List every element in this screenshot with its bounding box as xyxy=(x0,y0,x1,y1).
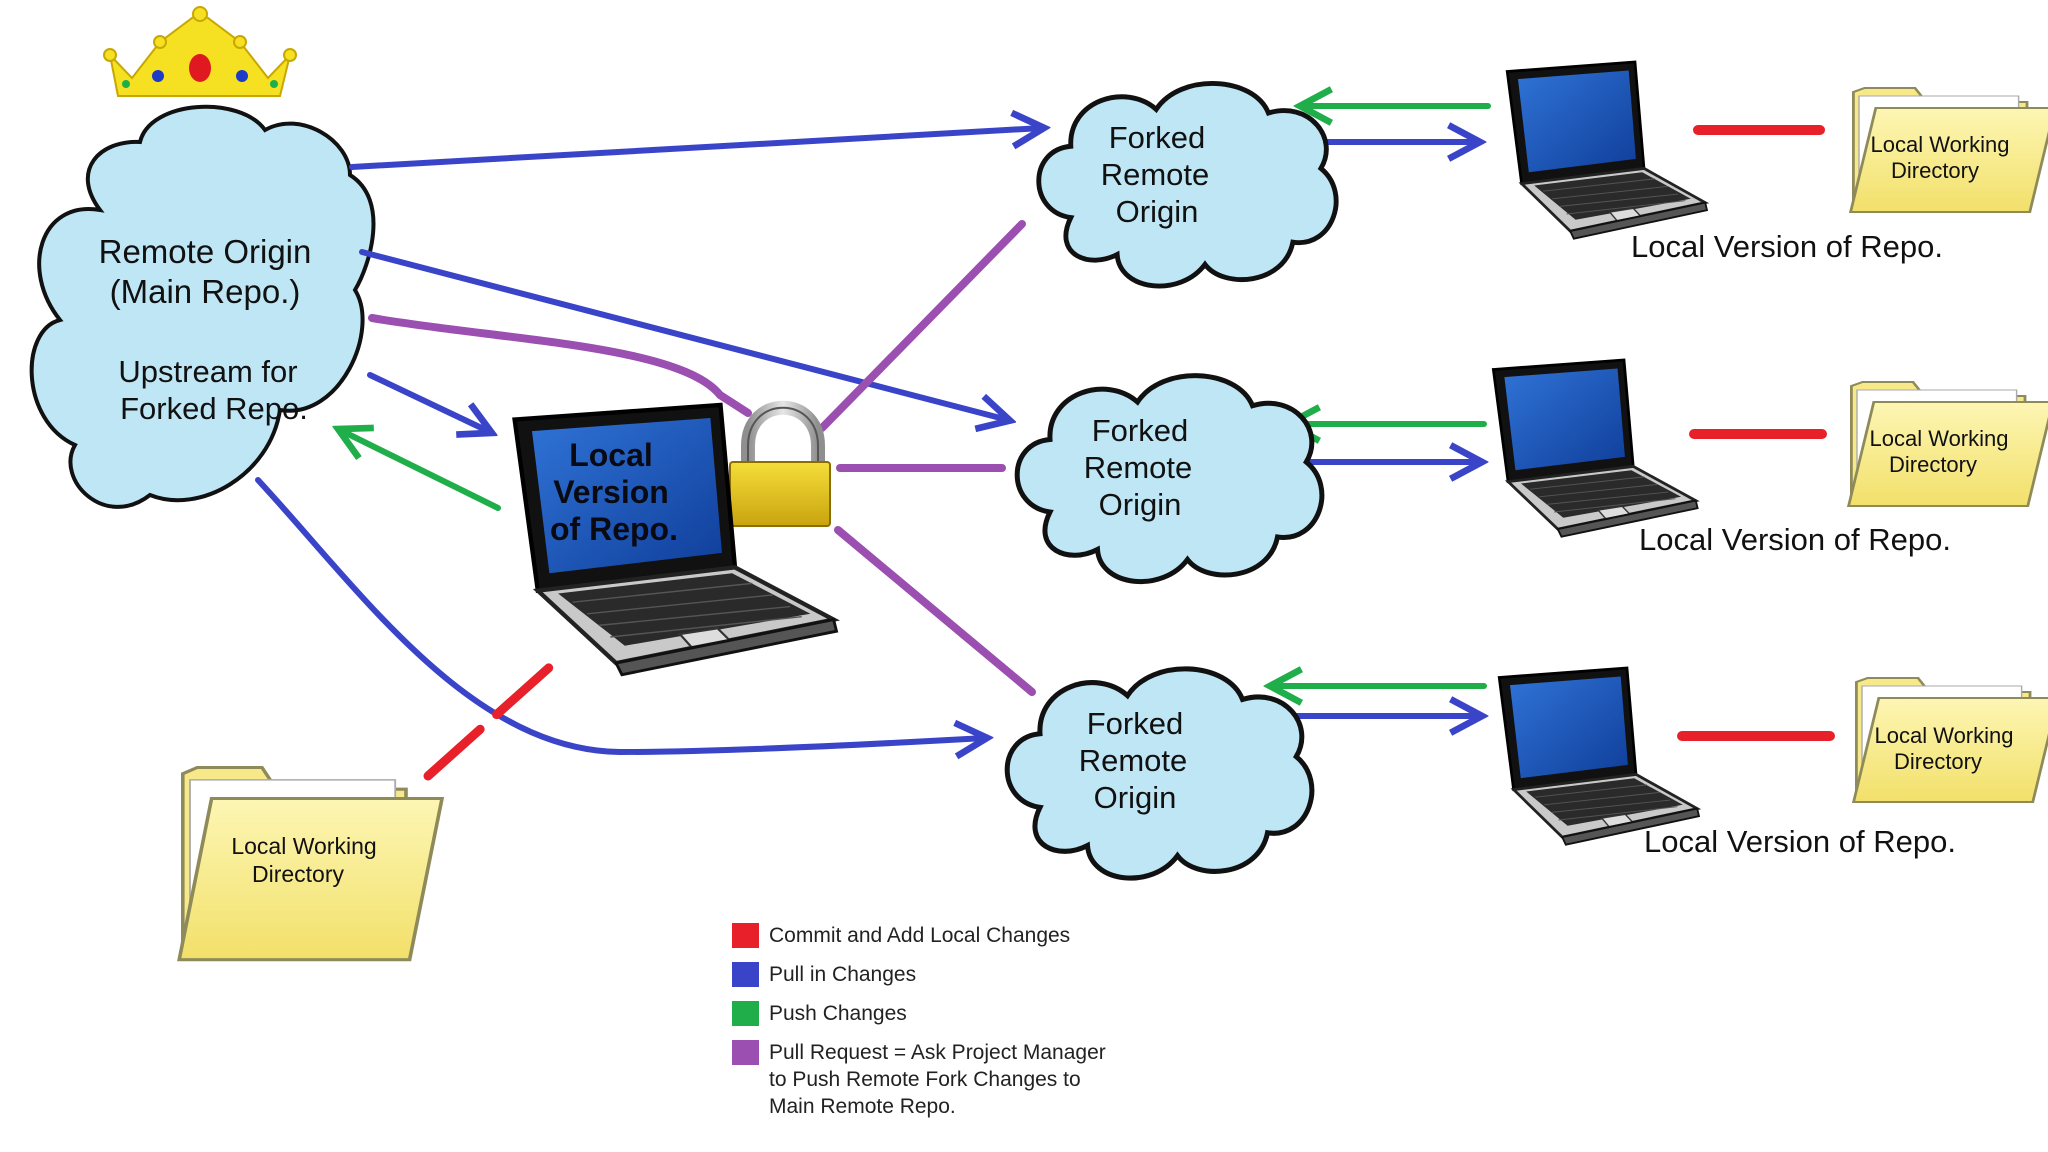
legend-item-pull: Pull in Changes xyxy=(732,961,1109,988)
fork1-folder-line1: Local Working xyxy=(1871,132,2010,157)
fork2-laptop-caption: Local Version of Repo. xyxy=(1639,522,1951,557)
push-arrow-laptop-to-main xyxy=(340,430,501,511)
main-laptop-line1: Local xyxy=(569,437,653,473)
fork3-cloud-line1: Forked xyxy=(1087,706,1183,741)
fork1-cloud-line1: Forked xyxy=(1109,120,1205,155)
fork3-folder-line1: Local Working xyxy=(1875,723,2014,748)
fork2-folder-line1: Local Working xyxy=(1870,426,2009,451)
legend-item-pull-request: Pull Request = Ask Project Manager to Pu… xyxy=(732,1039,1109,1120)
fork2-cloud-line3: Origin xyxy=(1099,487,1182,522)
fork2-cloud-line1: Forked xyxy=(1092,413,1188,448)
legend-swatch-pull xyxy=(732,962,759,987)
legend-swatch-pull-request xyxy=(732,1040,759,1065)
pull-arrow-main-to-fork2 xyxy=(359,249,1008,420)
pull-request-line-main xyxy=(368,314,752,417)
pull-request-line-fork3 xyxy=(834,526,1036,696)
legend-item-commit: Commit and Add Local Changes xyxy=(732,922,1109,949)
fork1-folder-line2: Directory xyxy=(1891,158,1979,183)
fork1-cloud-line2: Remote xyxy=(1101,157,1210,192)
legend-swatch-push xyxy=(732,1001,759,1026)
legend-label-pull-request: Pull Request = Ask Project Manager to Pu… xyxy=(769,1041,1106,1118)
pull-arrow-main-to-fork1 xyxy=(349,128,1042,170)
legend-label-pull: Pull in Changes xyxy=(769,963,917,986)
pull-arrow-main-to-fork3 xyxy=(255,477,985,752)
main-cloud-title-line1: Remote Origin xyxy=(99,233,312,270)
fork1-cloud-line3: Origin xyxy=(1116,194,1199,229)
main-cloud-subtitle-line2: Forked Repo. xyxy=(120,391,308,426)
fork3-folder-line2: Directory xyxy=(1894,749,1982,774)
main-folder-line2: Directory xyxy=(252,861,345,887)
fork3-laptop-caption: Local Version of Repo. xyxy=(1644,824,1956,859)
main-remote-cloud xyxy=(29,104,376,509)
commit-line-main xyxy=(423,651,567,781)
pull-arrow-main-to-laptop xyxy=(367,372,490,432)
crown-icon xyxy=(103,6,297,97)
legend: Commit and Add Local Changes Pull in Cha… xyxy=(732,922,1109,1132)
pull-request-line-fork1 xyxy=(818,220,1026,432)
padlock-icon xyxy=(729,400,831,527)
legend-swatch-commit xyxy=(732,923,759,948)
legend-label-commit: Commit and Add Local Changes xyxy=(769,924,1071,947)
fork2-cloud-line2: Remote xyxy=(1084,450,1193,485)
fork1-laptop-caption: Local Version of Repo. xyxy=(1631,229,1943,264)
legend-label-push: Push Changes xyxy=(769,1002,907,1025)
fork3-cloud-line3: Origin xyxy=(1094,780,1177,815)
main-laptop-line3: of Repo. xyxy=(550,511,678,547)
fork1-laptop-icon xyxy=(1505,60,1709,241)
fork2-folder-line2: Directory xyxy=(1889,452,1977,477)
fork3-laptop-icon xyxy=(1497,666,1701,847)
fork3-cloud-line2: Remote xyxy=(1079,743,1188,778)
legend-item-push: Push Changes xyxy=(732,1000,1109,1027)
main-cloud-title-line2: (Main Repo.) xyxy=(110,273,301,310)
main-folder-line1: Local Working xyxy=(231,833,376,859)
fork2-laptop-icon xyxy=(1491,358,1700,539)
main-cloud-subtitle-line1: Upstream for xyxy=(118,354,297,389)
main-laptop-line2: Version xyxy=(553,474,669,510)
